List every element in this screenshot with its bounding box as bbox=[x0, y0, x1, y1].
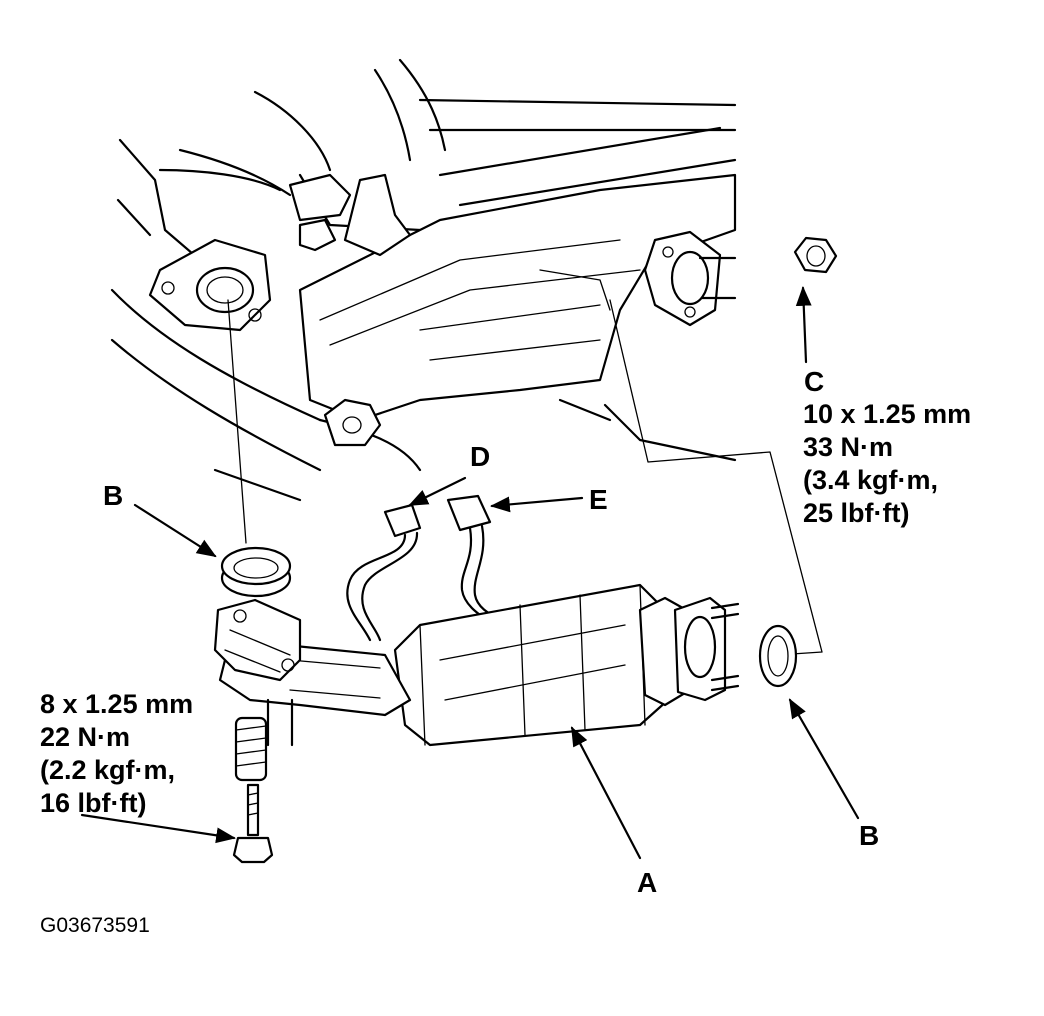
figure-code: G03673591 bbox=[40, 914, 150, 937]
callout-b-left: B bbox=[103, 480, 124, 511]
spec-bolt-torque-kgf: (2.2 kgf·m, bbox=[40, 755, 176, 785]
spec-c-torque-lbf: 25 lbf·ft) bbox=[803, 498, 910, 528]
spec-bolt-torque-lbf: 16 lbf·ft) bbox=[40, 788, 147, 818]
callout-a: A bbox=[637, 867, 658, 898]
spec-c-torque-kgf: (3.4 kgf·m, bbox=[803, 465, 939, 495]
vehicle-underbody bbox=[110, 58, 737, 502]
leader-arrows bbox=[80, 286, 860, 860]
callout-c: C bbox=[804, 366, 825, 397]
gasket-right bbox=[758, 624, 798, 688]
callout-d: D bbox=[470, 441, 491, 472]
catalytic-converter bbox=[213, 583, 740, 747]
gasket-left bbox=[220, 546, 292, 598]
spec-bolt-torque-nm: 22 N·m bbox=[40, 722, 131, 752]
alignment-lines bbox=[227, 299, 823, 655]
callout-b-right: B bbox=[859, 820, 880, 851]
flange-nut bbox=[793, 236, 838, 274]
spec-bolt-size: 8 x 1.25 mm bbox=[40, 689, 194, 719]
spec-c-torque-nm: 33 N·m bbox=[803, 432, 894, 462]
callout-e: E bbox=[589, 484, 608, 515]
spring-and-bolt bbox=[232, 716, 274, 864]
spec-c-size: 10 x 1.25 mm bbox=[803, 399, 972, 429]
